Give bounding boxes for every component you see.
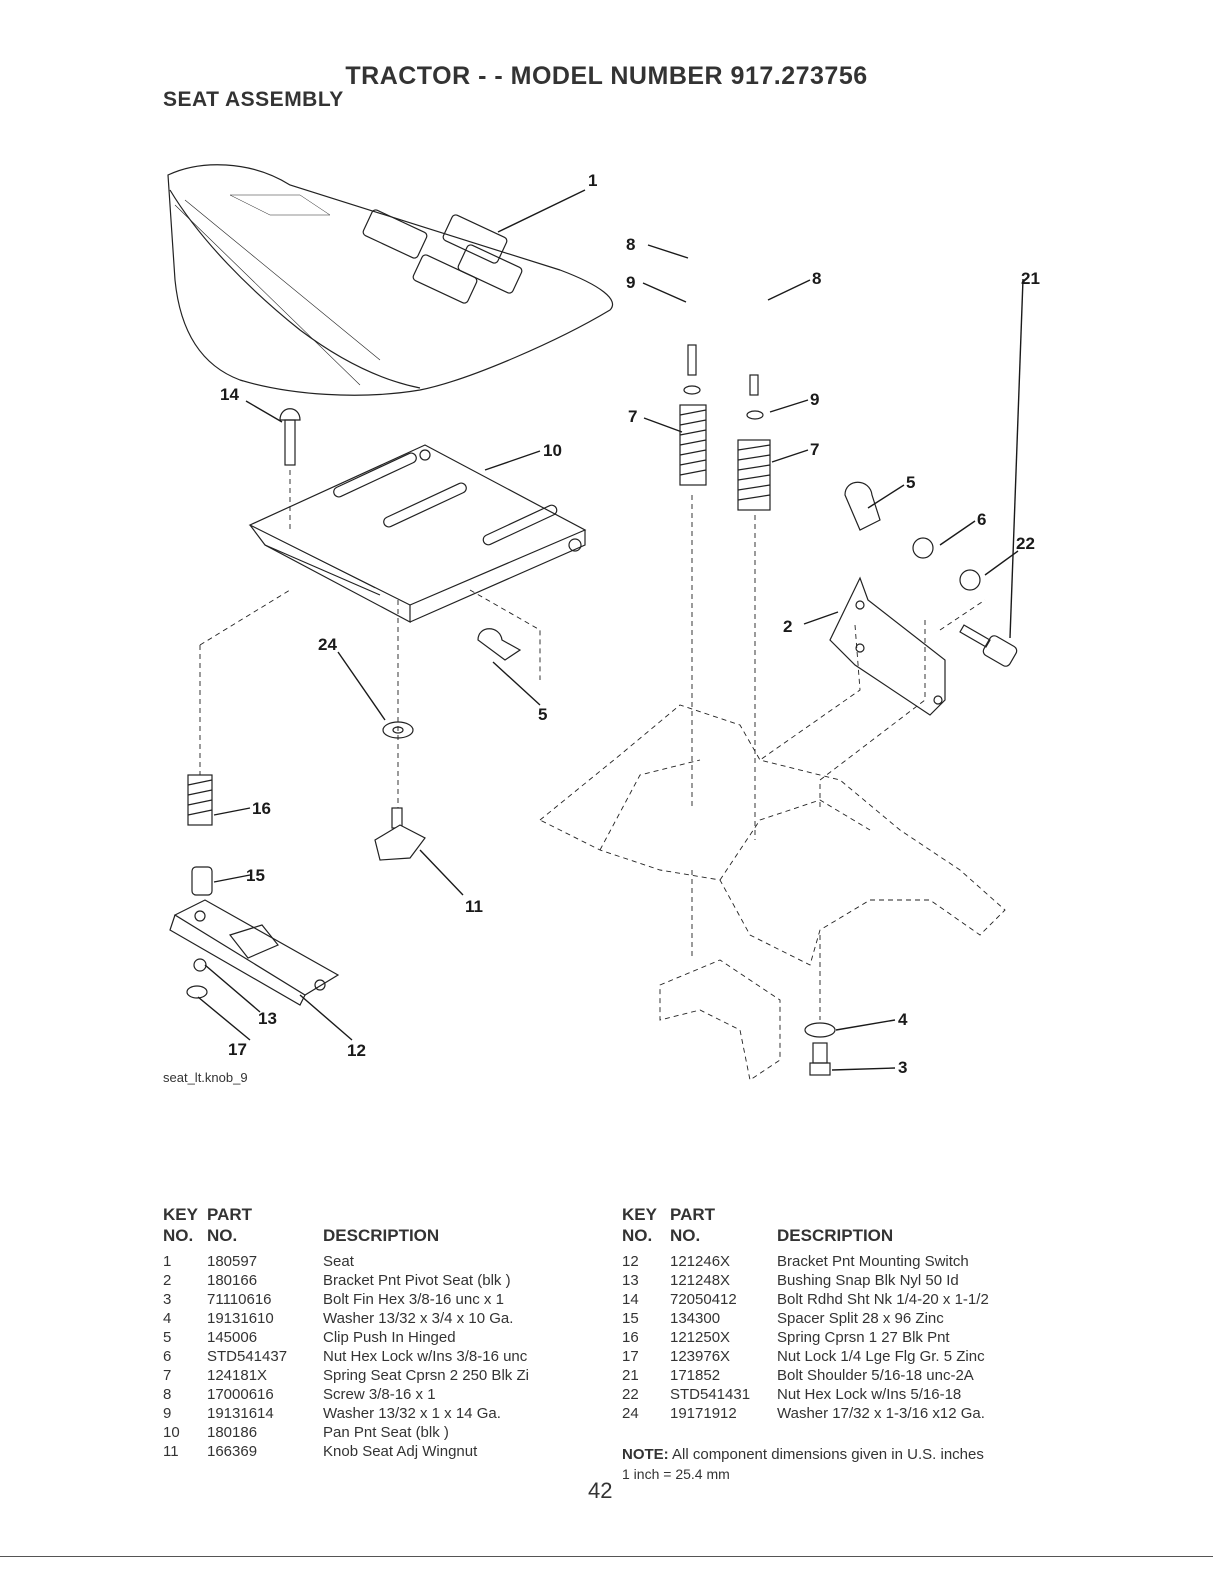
callout-11: 11	[465, 897, 483, 916]
callout-10: 10	[543, 441, 562, 460]
conversion-note: 1 inch = 25.4 mm	[622, 1466, 730, 1482]
header-key: KEY	[622, 1205, 657, 1224]
header-part-no: NO.	[670, 1226, 701, 1245]
header-part: PART	[207, 1205, 253, 1224]
callout-9b: 9	[810, 390, 819, 409]
callout-12: 12	[347, 1041, 366, 1060]
clip-5-drawing	[477, 628, 522, 661]
note-text: All component dimensions given in U.S. i…	[668, 1446, 984, 1463]
seat-assembly-diagram: 1 8 9 8 9 7 7 14 10 5 6 22 2 21 24 5 16 …	[163, 164, 1040, 1085]
callout-1: 1	[588, 171, 597, 190]
callout-15: 15	[246, 866, 265, 885]
callout-4: 4	[898, 1010, 908, 1029]
callouts: 1 8 9 8 9 7 7 14 10 5 6 22 2 21 24 5 16 …	[163, 171, 1040, 1085]
callout-5b: 5	[538, 705, 547, 724]
callout-24: 24	[318, 635, 337, 654]
parts-list-header: KEY PART NO. NO. DESCRIPTION	[163, 1205, 603, 1253]
callout-8a: 8	[626, 235, 635, 254]
callout-2: 2	[783, 617, 792, 636]
header-description: DESCRIPTION	[777, 1226, 894, 1245]
page-title: TRACTOR - - MODEL NUMBER 917.273756	[345, 62, 868, 90]
seat-part-drawing	[167, 164, 614, 396]
bolt-14-drawing	[279, 408, 301, 466]
header-no: NO.	[622, 1226, 653, 1245]
header-key: KEY	[163, 1205, 198, 1224]
bracket-2-drawing	[829, 576, 946, 716]
spring-spacer-drawing	[187, 774, 213, 896]
bottom-rule	[0, 1556, 1213, 1557]
callout-7b: 7	[810, 440, 819, 459]
washer-knob-drawing	[374, 721, 426, 861]
callout-7a: 7	[628, 407, 637, 426]
hardware-right-drawing	[844, 481, 1018, 667]
callout-17: 17	[228, 1040, 247, 1059]
callout-3: 3	[898, 1058, 907, 1077]
callout-14: 14	[220, 385, 239, 404]
parts-list-header: KEY PART NO. NO. DESCRIPTION	[622, 1205, 1062, 1253]
pan-part-drawing	[248, 444, 587, 623]
header-part: PART	[670, 1205, 716, 1224]
washer-bolt-drawing	[804, 1022, 836, 1076]
leader-lines	[197, 189, 1024, 1071]
callout-5a: 5	[906, 473, 915, 492]
callout-13: 13	[258, 1009, 277, 1028]
bracket-12-drawing	[169, 899, 340, 1006]
page-number: 42	[588, 1478, 613, 1503]
section-title: SEAT ASSEMBLY	[163, 88, 344, 111]
tractor-frame-drawing	[199, 470, 1006, 1081]
callout-8b: 8	[812, 269, 821, 288]
callout-16: 16	[252, 799, 271, 818]
figure-id: seat_lt.knob_9	[163, 1070, 248, 1085]
header-no: NO.	[163, 1226, 194, 1245]
header-description: DESCRIPTION	[323, 1226, 440, 1245]
callout-9a: 9	[626, 273, 635, 292]
callout-22: 22	[1016, 534, 1035, 553]
callout-21: 21	[1021, 269, 1040, 288]
header-part-no: NO.	[207, 1226, 238, 1245]
dimension-note: NOTE: All component dimensions given in …	[622, 1446, 984, 1463]
spring-7-drawing	[679, 344, 771, 511]
callout-6: 6	[977, 510, 986, 529]
note-label: NOTE:	[622, 1446, 669, 1463]
